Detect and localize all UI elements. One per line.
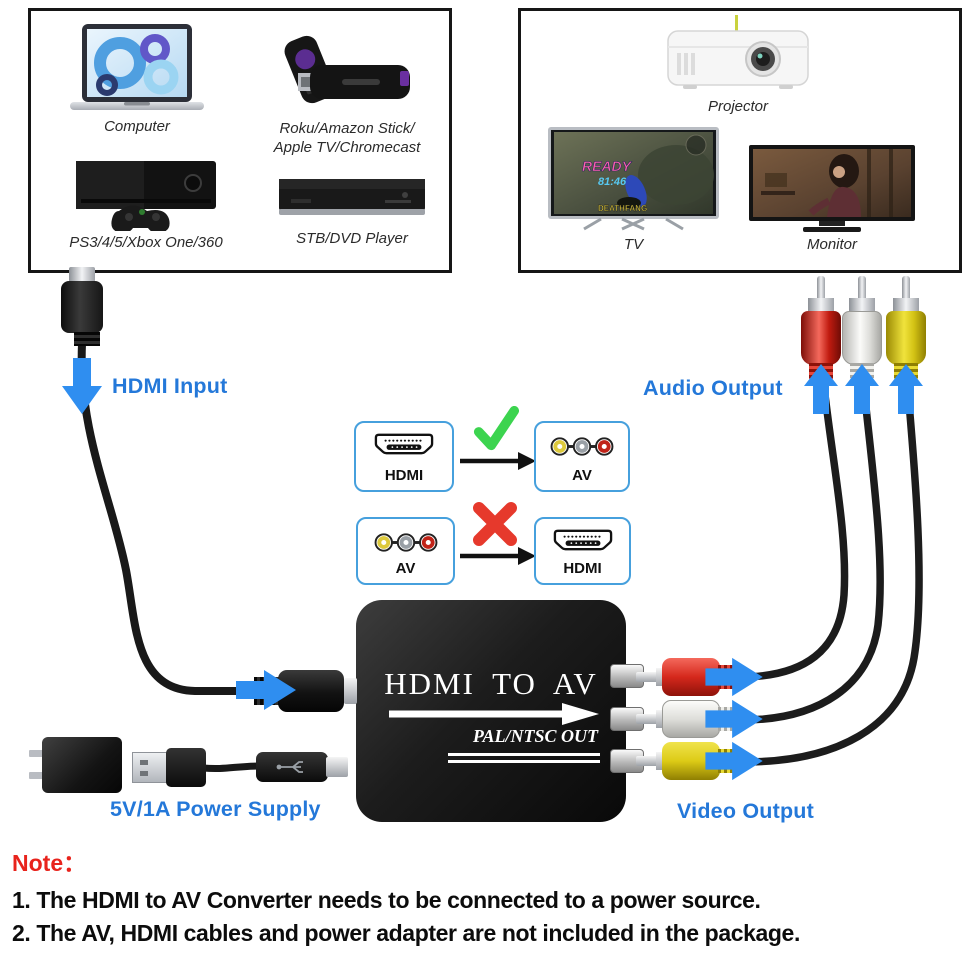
rca-plug-collar (808, 298, 834, 313)
game-console-label: PS3/4/5/Xbox One/360 (69, 234, 223, 251)
projector-icon (667, 15, 809, 89)
rca-plug-collar (656, 752, 664, 770)
audio-arrow-up-icon (804, 364, 838, 414)
audio-arrow-up-icon (889, 364, 923, 414)
xbox-console-icon (76, 161, 216, 231)
hdmi-connector-icon (374, 433, 434, 455)
power-cable (199, 762, 264, 773)
hdmi-source-card: HDMI (354, 421, 454, 492)
hdmi-connector-icon (553, 529, 612, 551)
hdmi-card-label: HDMI (563, 560, 602, 577)
rca-plug-yellow-icon (886, 311, 926, 365)
av-target-card: AV (534, 421, 630, 492)
computer-figure: Computer (57, 23, 217, 137)
plug-prong (29, 750, 44, 757)
tv-score-text: 81:46 (598, 176, 627, 188)
monitor-icon (749, 145, 915, 232)
hdmi-plug-metal (344, 678, 357, 704)
micro-usb-body (256, 752, 328, 782)
power-supply-label: 5V/1A Power Supply (110, 797, 321, 821)
video-arrow-right-icon (705, 741, 763, 781)
streaming-stick-figure: Roku/Amazon Stick/ Apple TV/Chromecast (257, 33, 437, 158)
converter-subtitle: PAL/NTSC OUT (472, 726, 598, 746)
yellow-av-cable (740, 364, 923, 766)
video-output-label: Video Output (677, 799, 814, 823)
red-av-cable (736, 364, 849, 681)
converter-arrow-icon (389, 703, 599, 725)
streaming-stick-label: Roku/Amazon Stick/ Apple TV/Chromecast (273, 120, 421, 156)
note-line-2: 2. The AV, HDMI cables and power adapter… (12, 920, 800, 946)
tv-figure: READY 81:46 DEATHFANG TV (541, 125, 726, 255)
hdmi-plug-arrow-right-icon (236, 670, 296, 710)
hdmi-card-label: HDMI (384, 467, 424, 484)
monitor-label: Monitor (806, 236, 858, 253)
av-rca-icon (374, 533, 437, 552)
projector-figure: Projector (653, 15, 823, 117)
subtitle-underline (448, 753, 600, 756)
note-line-1: 1. The HDMI to AV Converter needs to be … (12, 887, 761, 913)
converter-title: HDMI TO AV (384, 666, 598, 701)
arrow-right-icon (460, 452, 536, 470)
usb-a-body (166, 748, 206, 787)
tv-banner-text: DEATHFANG (598, 204, 647, 213)
game-console-figure: PS3/4/5/Xbox One/360 (41, 159, 251, 253)
note-section: Note： 1. The HDMI to AV Converter needs … (12, 844, 960, 950)
audio-output-label: Audio Output (643, 376, 783, 400)
arrow-right-icon (460, 547, 536, 565)
tv-icon: READY 81:46 DEATHFANG (548, 127, 719, 231)
projector-label: Projector (707, 98, 769, 115)
rca-plug-pin (817, 276, 825, 300)
av-source-card: AV (356, 517, 455, 585)
wall-adapter-icon (42, 737, 122, 793)
plug-prong (29, 772, 44, 779)
hdmi-plug-metal (69, 267, 95, 282)
av-card-label: AV (572, 467, 592, 484)
converter-device: HDMI TO AV PAL/NTSC OUT (356, 600, 626, 822)
check-icon (473, 406, 520, 451)
micro-usb-metal (326, 757, 348, 777)
tv-label: TV (623, 236, 644, 253)
stb-dvd-icon (279, 179, 425, 215)
stb-dvd-figure: STB/DVD Player (263, 173, 441, 249)
video-arrow-right-icon (705, 699, 763, 739)
rca-plug-pin (858, 276, 866, 300)
hdmi-input-label: HDMI Input (112, 374, 228, 398)
cross-icon (473, 502, 517, 546)
av-card-label: AV (395, 560, 416, 577)
source-devices-box: Computer Roku/Amazon Stick/ Apple TV/Chr (28, 8, 452, 273)
stb-dvd-label: STB/DVD Player (296, 230, 408, 247)
usb-a-connector-icon (132, 752, 168, 783)
white-av-cable (738, 364, 884, 724)
rca-plug-pin (902, 276, 910, 300)
rca-plug-collar (849, 298, 875, 313)
rca-plug-tip (636, 714, 660, 724)
computer-label: Computer (104, 118, 170, 135)
av-rca-icon (550, 437, 614, 456)
rca-plug-collar (656, 668, 664, 686)
display-devices-box: Projector READY 81:46 DEATHFANG (518, 8, 962, 273)
rca-plug-tip (636, 672, 660, 682)
hdmi-cable (77, 340, 266, 695)
subtitle-underline (448, 760, 600, 763)
audio-arrow-up-icon (845, 364, 879, 414)
hdmi-target-card: HDMI (534, 517, 631, 585)
hdmi-input-plug-icon (61, 281, 103, 333)
monitor-figure: Monitor (737, 143, 927, 255)
rca-plug-tip (636, 756, 660, 766)
usb-trident-icon (276, 761, 303, 773)
roku-stick-icon (284, 35, 410, 104)
tv-ready-text: READY (582, 158, 633, 174)
hdmi-input-arrow-down-icon (62, 358, 102, 414)
rca-plug-collar (656, 710, 664, 728)
note-heading: Note： (12, 850, 87, 876)
rca-plug-red-icon (801, 311, 841, 365)
rca-plug-white-icon (842, 311, 882, 365)
laptop-icon (70, 24, 204, 110)
video-arrow-right-icon (705, 657, 763, 697)
hdmi-plug-ribs (74, 332, 100, 346)
rca-plug-collar (893, 298, 919, 313)
